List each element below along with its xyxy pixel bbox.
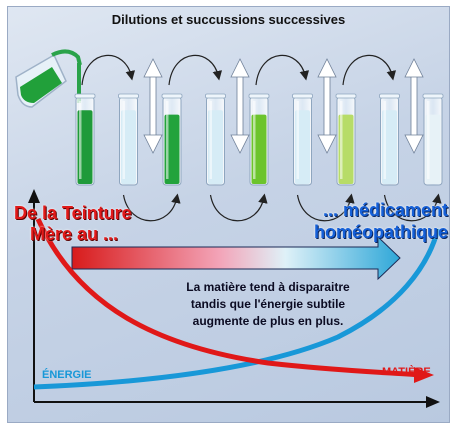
end-label-line-1: ... médicament bbox=[322, 200, 448, 220]
transfer-arrows-bottom bbox=[122, 193, 442, 222]
explanation-line-2: tandis que l'énergie subtile bbox=[190, 297, 346, 311]
start-label-line-1: De la Teinture bbox=[14, 203, 132, 223]
transition-arrow bbox=[71, 235, 401, 281]
explanation-line-1: La matière tend à disparaitre bbox=[186, 280, 350, 294]
homeopathy-dilution-diagram: Dilutions et succussions successives De … bbox=[7, 6, 450, 423]
curved-arrow-icon bbox=[209, 193, 268, 222]
curved-arrow-icon bbox=[342, 54, 397, 86]
double-arrow-icon bbox=[317, 58, 337, 154]
test-tube bbox=[335, 93, 357, 186]
curved-arrow-icon bbox=[296, 193, 355, 222]
explanation-text: La matière tend à disparaitre tandis que… bbox=[158, 279, 378, 330]
test-tube bbox=[248, 93, 270, 186]
test-tube bbox=[205, 93, 226, 186]
test-tube bbox=[74, 93, 96, 186]
test-tube bbox=[422, 93, 444, 186]
start-label: De la Teinture Mère au ... bbox=[14, 203, 214, 245]
succussion-arrows bbox=[143, 58, 424, 154]
test-tube bbox=[379, 93, 400, 186]
matter-curve bbox=[35, 217, 421, 378]
double-arrow-icon bbox=[230, 58, 250, 154]
diagram-graphics bbox=[15, 49, 444, 408]
curved-arrow-icon bbox=[383, 193, 442, 222]
diagram-title: Dilutions et succussions successives bbox=[111, 12, 346, 27]
explanation-line-3: augmente de plus en plus. bbox=[192, 314, 344, 328]
transfer-arrows-top bbox=[81, 54, 397, 86]
test-tube bbox=[161, 93, 183, 186]
matter-curve-label: MATIÈRE bbox=[382, 366, 431, 378]
start-label-line-2: Mère au ... bbox=[30, 224, 119, 244]
beaker-icon bbox=[15, 49, 82, 108]
chart-axes bbox=[28, 189, 440, 408]
end-label: ... médicament homéopathique bbox=[258, 199, 448, 243]
double-arrow-icon bbox=[143, 58, 163, 154]
double-arrow-icon bbox=[404, 58, 424, 154]
test-tube bbox=[118, 93, 139, 186]
test-tube bbox=[292, 93, 313, 186]
curved-arrow-icon bbox=[168, 54, 223, 86]
curved-arrow-icon bbox=[81, 54, 136, 86]
energy-curve-label: ÉNERGIE bbox=[42, 369, 92, 381]
test-tube-row bbox=[74, 93, 444, 186]
matter-curve-arrowhead bbox=[414, 367, 434, 383]
energy-curve bbox=[33, 228, 441, 390]
curved-arrow-icon bbox=[122, 193, 181, 222]
curved-arrow-icon bbox=[255, 54, 310, 86]
end-label-line-2: homéopathique bbox=[314, 222, 448, 242]
